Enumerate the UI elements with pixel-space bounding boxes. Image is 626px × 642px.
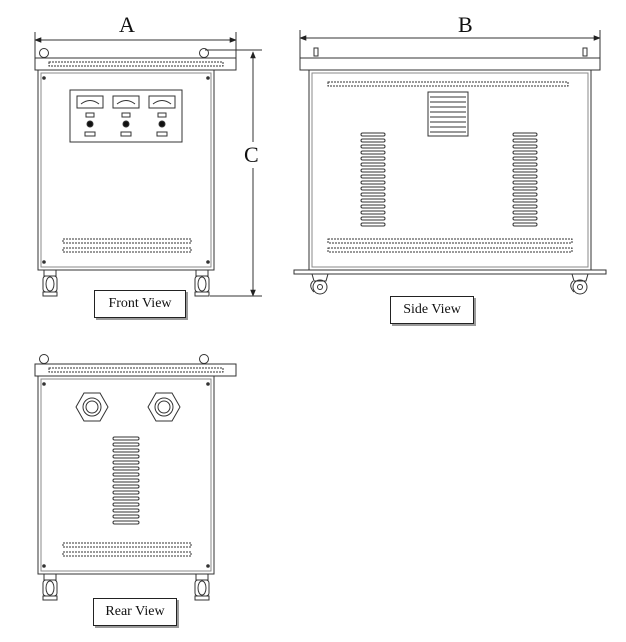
cable-gland <box>75 392 181 422</box>
caster-wheel <box>310 273 589 295</box>
base-channel <box>293 269 607 275</box>
rear-louvers <box>112 436 140 525</box>
upper-louver-panel <box>427 91 469 137</box>
dimension-b-label: B <box>458 12 473 37</box>
dimension-a-label: A <box>119 12 135 37</box>
rear-view-label: Rear View <box>93 598 177 626</box>
lifting-eye <box>39 354 209 365</box>
cabinet-body <box>37 375 215 575</box>
cabinet-body <box>308 69 592 271</box>
side-view-drawing <box>293 30 607 295</box>
side-louvers-right <box>512 132 538 227</box>
rear-view-drawing <box>34 354 237 601</box>
side-view-label: Side View <box>390 296 474 324</box>
dimension-c-label: C <box>244 142 259 168</box>
front-view-label: Front View <box>94 290 186 318</box>
top-cover <box>34 363 237 377</box>
voltmeter-3 <box>148 95 176 137</box>
dimension-c-line <box>205 49 262 297</box>
voltmeter-1 <box>76 95 104 137</box>
bottom-vent-slots <box>62 542 192 557</box>
cabinet-body <box>37 69 215 271</box>
lifting-eye <box>39 48 209 59</box>
dimension-a-line <box>34 32 237 60</box>
control-panel <box>69 89 183 143</box>
side-louvers-left <box>360 132 386 227</box>
top-cover <box>34 57 237 71</box>
voltmeter-2 <box>112 95 140 137</box>
bottom-vent-slots <box>327 238 573 253</box>
front-view-drawing <box>34 32 262 297</box>
caster-wheel <box>42 573 210 601</box>
caster-wheel <box>42 269 210 297</box>
bottom-vent-slots <box>62 238 192 253</box>
dimension-b-line <box>299 30 601 58</box>
top-cover <box>299 57 601 71</box>
